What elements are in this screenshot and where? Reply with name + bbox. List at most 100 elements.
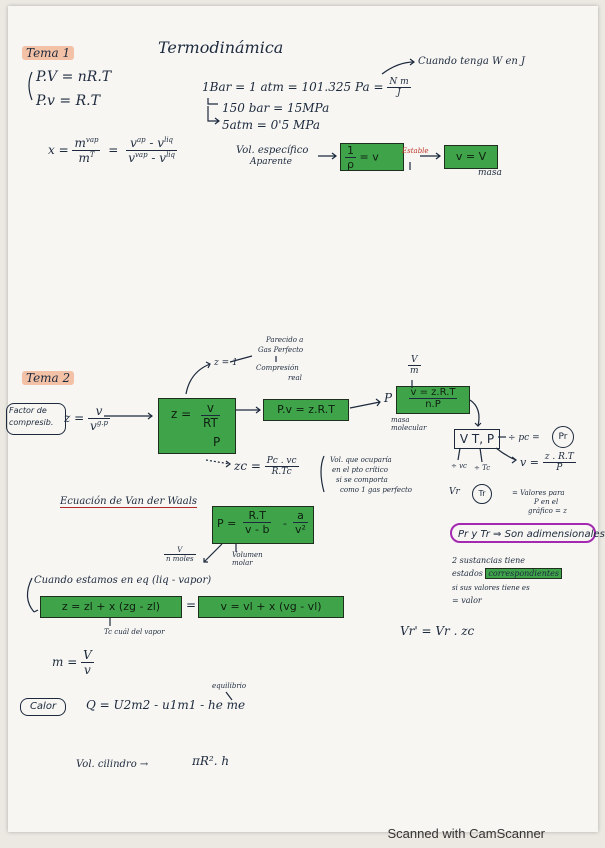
tr-circle: Tr <box>472 484 492 504</box>
tema1-label: Tema 1 <box>22 46 75 60</box>
vdw-num1: R.T <box>243 509 272 523</box>
v-eq-num: z . R.T <box>542 452 576 463</box>
quality-frac-2: vap - vliq vvap - vliq <box>126 136 178 165</box>
volumen-molar-note: Volumen molar <box>232 551 263 567</box>
m-eq-num: V <box>81 648 94 663</box>
specific-volume-box: v = V <box>444 145 498 169</box>
sust-note-1: 2 sustancias tiene <box>452 556 525 565</box>
sust-note-2: estados correspondientes <box>452 568 562 579</box>
pr-tr-text: Pr y Tr ⇒ Son adimensionales <box>458 529 605 540</box>
bar-eq-frac-num: N m <box>387 77 411 88</box>
quality-eq: = <box>108 143 119 157</box>
calor-text: Calor <box>29 701 57 712</box>
z-def-lhs: z = <box>64 411 85 425</box>
vol-cilindro-label: Vol. cilindro → <box>76 759 149 770</box>
z-mix-box: z = zl + x (zg - zl) <box>40 596 182 618</box>
pr-tr-adimensional: Pr y Tr ⇒ Son adimensionales <box>450 523 605 543</box>
density-den: ρ <box>347 158 354 171</box>
z-mix-text: z = zl + x (zg - zl) <box>61 600 161 613</box>
tema2-label: Tema 2 <box>22 371 75 385</box>
z1-note-c: Compresión <box>256 364 299 372</box>
q2-den-sup: vap <box>134 151 148 159</box>
v-over-m-den: m <box>410 366 419 376</box>
valores-note-1: = Valores para <box>512 489 565 497</box>
m-eq-lhs: m = <box>52 655 78 669</box>
z-def-den: v <box>90 419 97 433</box>
z1-label: z = 1 <box>214 358 238 368</box>
m-eq-den: v <box>84 663 91 677</box>
vol-cilindro-eq: πR². h <box>192 754 230 768</box>
estable-note: Estable <box>402 147 429 155</box>
vdw-den2: v² <box>295 523 306 536</box>
sust-note-3: si sus valores tiene es <box>452 584 530 592</box>
tema1-bar-equation: 1Bar = 1 atm = 101.325 Pa = N m J <box>202 77 411 98</box>
factor-label-text: Factor de compresib. <box>9 406 54 427</box>
z-big-box-z: z = <box>171 407 192 421</box>
pv2-p: P <box>384 391 393 405</box>
v-mix-box: v = vl + x (vg - vl) <box>198 596 344 618</box>
div-pc: ÷ pc = <box>508 433 540 443</box>
density-box: 1 ρ = v <box>340 143 404 171</box>
equilibrio-note: equilibrio <box>212 682 247 690</box>
v-moles-den: n moles <box>166 555 194 563</box>
sust-estados: estados <box>452 569 483 578</box>
div-tc: ÷ Tc <box>474 464 491 472</box>
tema1-quality-formula: x = mvap mT = vap - vliq vvap - vliq <box>48 136 178 165</box>
zc-equation: zc = Pc . vc R.Tc <box>234 456 299 477</box>
div-vc: ÷ vc <box>451 462 467 470</box>
v-z-equation: v = z . R.T P <box>520 452 576 473</box>
v-over-m-num: V <box>408 355 421 366</box>
q2-den: v <box>128 151 135 165</box>
bar-eq-frac-den: J <box>397 88 401 98</box>
vol-especifico-label: Vol. específico <box>236 145 309 156</box>
tema1-conversion-1: 150 bar = 15MPa <box>222 101 330 115</box>
vtp-text: V T, P <box>459 432 495 446</box>
tr-text: Tr <box>478 489 486 498</box>
pv-zrt-box: P.v = z.R.T <box>263 399 349 421</box>
q2-num-sup2: liq <box>164 136 174 144</box>
sust-note-4: = valor <box>452 596 482 605</box>
q2-num: v <box>130 136 137 150</box>
v-over-m: V m <box>408 355 421 376</box>
vdw-minus: - <box>283 517 287 530</box>
quality-lhs: x = <box>48 143 69 157</box>
vdw-box: P = R.T v - b - a v² <box>212 506 314 544</box>
page-title: Termodinámica <box>158 38 284 57</box>
masa-molecular-note: masa molecular <box>391 416 427 432</box>
vtp-box: V T, P <box>454 429 500 449</box>
z1-note-a: Parecido a <box>266 336 304 344</box>
calor-label: Calor <box>20 698 66 716</box>
vr-prime-equation: Vr' = Vr . zc <box>400 624 475 638</box>
bar-eq-frac: N m J <box>387 77 411 98</box>
zc-lhs: zc = <box>234 459 261 473</box>
pv2-den: n.P <box>425 399 441 410</box>
pv2-num: v = z.R.T <box>408 387 458 399</box>
specific-volume-text: v = V <box>455 150 487 163</box>
density-num: 1 <box>345 144 356 158</box>
q1-num: m <box>74 136 86 150</box>
v-eq-den: P <box>556 463 563 473</box>
sust-correspondientes: correspondientes <box>485 568 562 579</box>
z1-note-d: real <box>288 374 302 382</box>
tc-note: Tc cuál del vapor <box>104 628 165 636</box>
m-equation: m = V v <box>52 648 94 677</box>
tema1-eq-ideal-gas: P.V = nR.T <box>36 69 112 85</box>
cuando-eq-note: Cuando estamos en eq (liq - vapor) <box>34 575 212 586</box>
factor-compresibilidad-label: Factor de compresib. <box>6 403 66 435</box>
q2-num-rest: - v <box>149 136 165 150</box>
z-definition: z = v vg.p <box>64 404 110 433</box>
density-rest: = v <box>359 150 379 164</box>
q-equation: Q = U2m2 - u1m1 - he me <box>86 698 246 712</box>
tema1-eq-specific: P.v = R.T <box>36 93 100 109</box>
tema1-cuando-note: Cuando tenga W en J <box>418 56 526 67</box>
q2-den-sup2: liq <box>166 151 176 159</box>
z-mix-eq-sign: = <box>186 598 197 612</box>
z-def-num: v <box>88 404 110 419</box>
pv2-box: v = z.R.T n.P <box>396 386 470 414</box>
pr-circle: Pr <box>552 426 574 448</box>
valores-note-3: gráfico = z <box>528 507 567 515</box>
z-big-box-den: P <box>213 435 221 449</box>
z-big-box-mid: RT <box>203 416 218 430</box>
scanner-footer: Scanned with CamScanner <box>387 826 545 841</box>
z1-note-b: Gas Perfecto <box>258 346 304 354</box>
